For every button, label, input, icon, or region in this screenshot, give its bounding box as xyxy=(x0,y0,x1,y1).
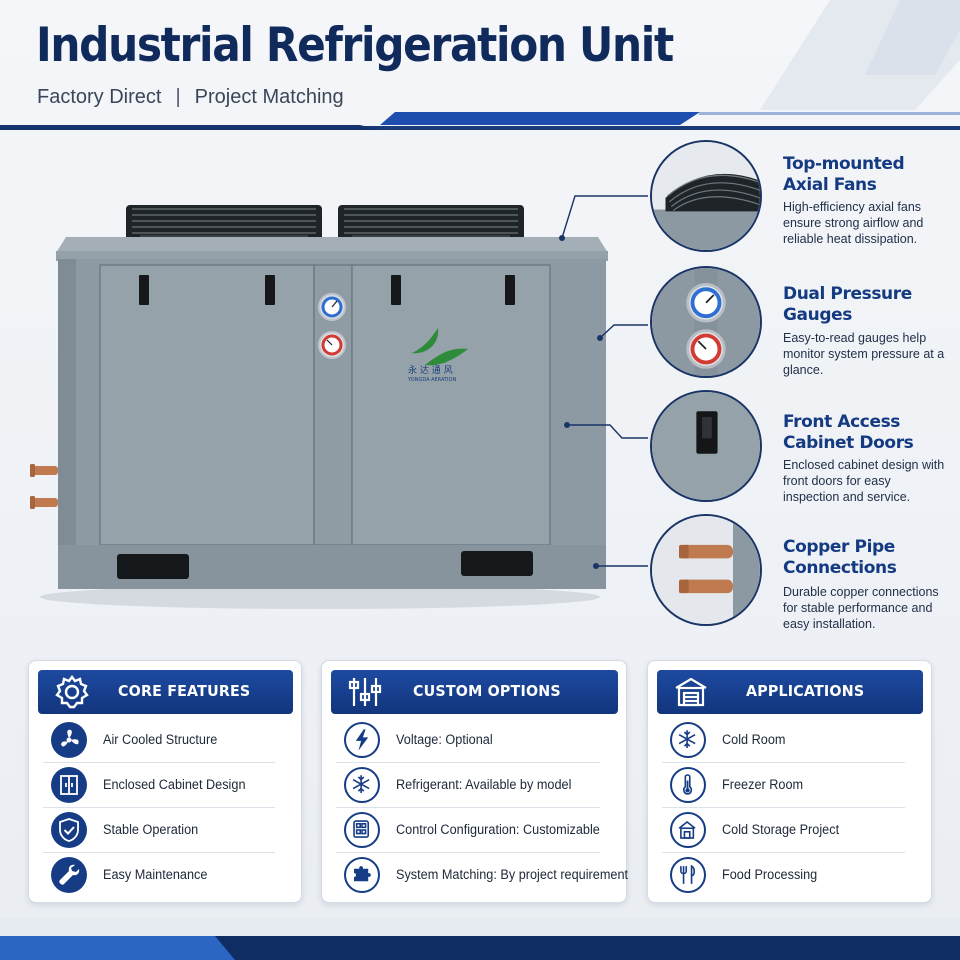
door-closeup-circle xyxy=(650,390,762,502)
custom-options-card: CUSTOM OPTIONS Voltage: Optional Refrige… xyxy=(321,660,628,903)
lightning-icon xyxy=(344,722,380,758)
sliders-icon xyxy=(348,678,382,706)
list-item: Freezer Room xyxy=(662,763,905,808)
list-item: System Matching: By project requirement xyxy=(336,853,628,898)
feature-title-doors: Front Access Cabinet Doors xyxy=(783,412,953,454)
list-item: Cold Room xyxy=(662,718,905,763)
copper-pipe-connections xyxy=(30,464,58,509)
header-corner-decoration xyxy=(760,0,960,110)
core-item-stable: Stable Operation xyxy=(103,822,199,837)
custom-item-system-matching: System Matching: By project requirement xyxy=(396,867,629,882)
snowflake-icon xyxy=(344,767,380,803)
list-item: Air Cooled Structure xyxy=(43,718,275,763)
core-item-maintenance: Easy Maintenance xyxy=(103,867,208,882)
list-item: Stable Operation xyxy=(43,808,275,853)
blue-pressure-gauge xyxy=(318,293,346,321)
applications-card: APPLICATIONS Cold Room Freezer Room Cold… xyxy=(647,660,932,903)
feature-title-pipes-line2: Connections xyxy=(783,558,897,578)
feature-title-fans-line2: Axial Fans xyxy=(783,175,877,195)
shield-check-icon xyxy=(51,812,87,848)
applications-title: APPLICATIONS xyxy=(746,682,865,700)
subtitle-project-matching: Project Matching xyxy=(194,86,344,108)
core-features-header: CORE FEATURES xyxy=(38,670,293,714)
feature-title-gauges-line1: Dual Pressure xyxy=(783,284,912,304)
feature-desc-doors: Enclosed cabinet design with front doors… xyxy=(783,458,945,504)
app-item-cold-room: Cold Room xyxy=(722,732,786,747)
subtitle-factory-direct: Factory Direct xyxy=(37,86,162,108)
gauge-closeup-circle xyxy=(650,266,762,378)
right-base-vent xyxy=(461,551,533,576)
right-cabinet-door xyxy=(351,264,551,546)
warehouse-icon xyxy=(675,677,707,707)
feature-title-gauges-line2: Gauges xyxy=(783,305,852,325)
feature-title-fans-line1: Top-mounted xyxy=(783,154,905,174)
list-item: Control Configuration: Customizable xyxy=(336,808,600,853)
feature-desc-fans: High-efficiency axial fans ensure strong… xyxy=(783,200,924,246)
fan-closeup-circle xyxy=(650,140,762,252)
control-panel-icon xyxy=(344,812,380,848)
thermometer-icon xyxy=(670,767,706,803)
list-item: Refrigerant: Available by model xyxy=(336,763,600,808)
custom-options-header: CUSTOM OPTIONS xyxy=(331,670,618,714)
header-stripe xyxy=(0,112,960,130)
feature-title-pipes-line1: Copper Pipe xyxy=(783,537,895,557)
list-item: Food Processing xyxy=(662,853,905,898)
fan-icon xyxy=(51,722,87,758)
snowflake-icon xyxy=(670,722,706,758)
puzzle-icon xyxy=(344,857,380,893)
custom-item-refrigerant: Refrigerant: Available by model xyxy=(396,777,572,792)
logo-chinese-text: 永 达 通 风 xyxy=(408,364,453,376)
left-base-vent xyxy=(117,554,189,579)
subtitle-separator: | xyxy=(175,86,181,108)
wrench-icon xyxy=(51,857,87,893)
gear-icon xyxy=(55,675,89,709)
feature-title-gauges: Dual Pressure Gauges xyxy=(783,284,953,326)
custom-options-title: CUSTOM OPTIONS xyxy=(413,682,561,700)
list-item: Cold Storage Project xyxy=(662,808,905,853)
svg-text:YD: YD xyxy=(439,359,447,365)
page-title: Industrial Refrigeration Unit xyxy=(36,18,674,73)
feature-desc-pipes: Durable copper connections for stable pe… xyxy=(783,585,939,631)
applications-header: APPLICATIONS xyxy=(657,670,923,714)
fork-knife-icon xyxy=(670,857,706,893)
feature-desc-gauges: Easy-to-read gauges help monitor system … xyxy=(783,331,945,377)
refrigeration-unit-illustration: YD 永 达 通 风 YONGDA AERATION xyxy=(30,205,608,609)
feature-title-doors-line2: Cabinet Doors xyxy=(783,433,914,453)
core-item-enclosed: Enclosed Cabinet Design xyxy=(103,777,246,792)
cabinet-icon xyxy=(51,767,87,803)
pipe-closeup-circle xyxy=(650,514,762,626)
feature-title-fans: Top-mounted Axial Fans xyxy=(783,154,953,196)
app-item-freezer-room: Freezer Room xyxy=(722,777,804,792)
footer-stripe xyxy=(0,918,960,960)
core-features-title: CORE FEATURES xyxy=(118,682,251,700)
core-item-air-cooled: Air Cooled Structure xyxy=(103,732,218,747)
feature-title-pipes: Copper Pipe Connections xyxy=(783,537,953,579)
list-item: Easy Maintenance xyxy=(43,853,275,898)
custom-item-voltage: Voltage: Optional xyxy=(396,732,493,747)
core-features-card: CORE FEATURES Air Cooled Structure Enclo… xyxy=(28,660,302,903)
red-pressure-gauge xyxy=(318,331,346,359)
feature-title-doors-line1: Front Access xyxy=(783,412,901,432)
storage-house-icon xyxy=(670,812,706,848)
app-item-food-processing: Food Processing xyxy=(722,867,818,882)
list-item: Enclosed Cabinet Design xyxy=(43,763,275,808)
yongda-logo: YD xyxy=(412,328,468,366)
logo-english-text: YONGDA AERATION xyxy=(407,377,456,383)
page-subtitle: Factory Direct | Project Matching xyxy=(37,86,344,109)
app-item-cold-storage: Cold Storage Project xyxy=(722,822,840,837)
custom-item-control: Control Configuration: Customizable xyxy=(396,822,600,837)
left-cabinet-door xyxy=(99,264,315,546)
list-item: Voltage: Optional xyxy=(336,718,600,763)
